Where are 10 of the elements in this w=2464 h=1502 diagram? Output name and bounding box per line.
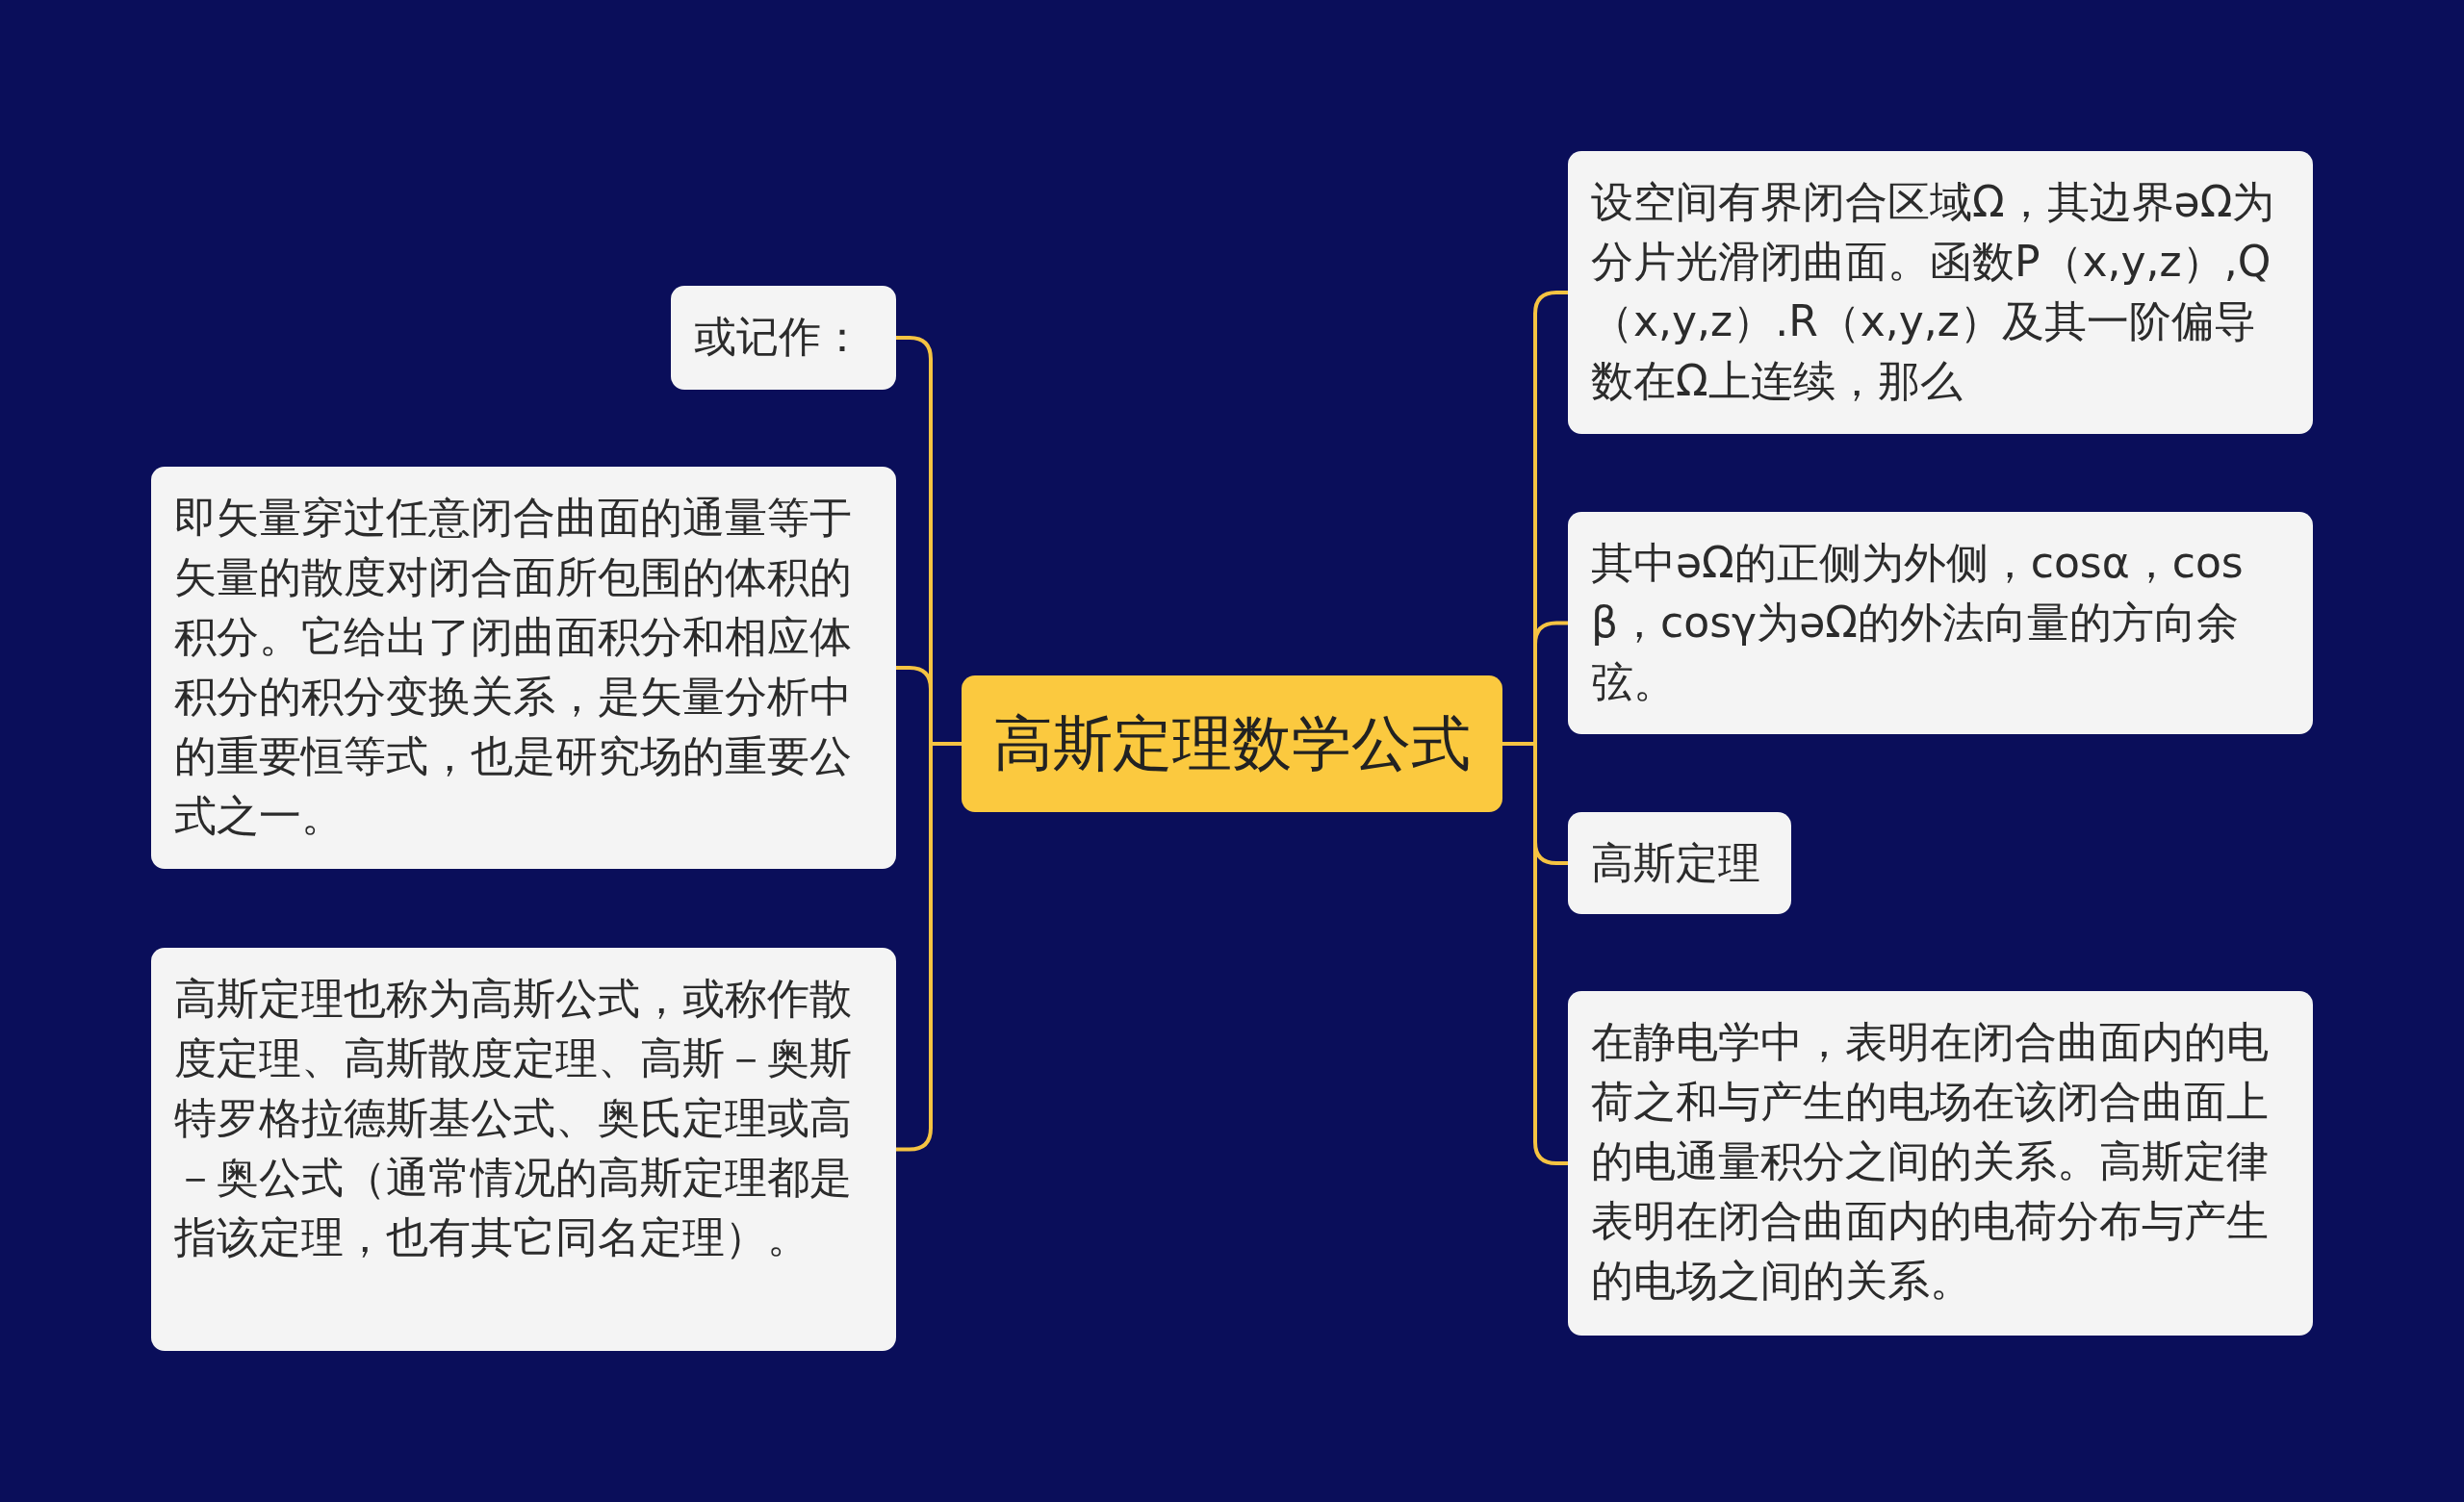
topic-box: 高斯定理 (1568, 812, 1791, 914)
topic-box: 设空间有界闭合区域Ω，其边界əΩ为分片光滑闭曲面。函数P（x,y,z）,Q（x,y,z）.R（x,y,z）及其一阶偏导数在Ω上连续，那么 (1568, 151, 2313, 434)
topic-box: 或记作： (671, 286, 896, 390)
topic-box: 高斯定理也称为高斯公式，或称作散度定理、高斯散度定理、高斯－奥斯特罗格拉德斯基公式、奥氏定理或高－奥公式（通常情况的高斯定理都是指该定理，也有其它同名定理）。 (151, 948, 896, 1351)
connector-line (1502, 742, 1568, 1165)
topic-box: 在静电学中，表明在闭合曲面内的电荷之和与产生的电场在该闭合曲面上的电通量积分之间的关系。高斯定律表明在闭合曲面内的电荷分布与产生的电场之间的关系。 (1568, 991, 2313, 1336)
connector-line (896, 742, 962, 1152)
topic-box: 即矢量穿过任意闭合曲面的通量等于矢量的散度对闭合面所包围的体积的积分。它给出了闭曲面积分和相应体积分的积分变换关系，是矢量分析中的重要恒等式，也是研究场的重要公式之一。 (151, 467, 896, 869)
central-topic-box: 高斯定理数学公式 (962, 675, 1502, 812)
topic-box: 其中əΩ的正侧为外侧，cosα，cosβ，cosγ为əΩ的外法向量的方向余弦。 (1568, 512, 2313, 734)
